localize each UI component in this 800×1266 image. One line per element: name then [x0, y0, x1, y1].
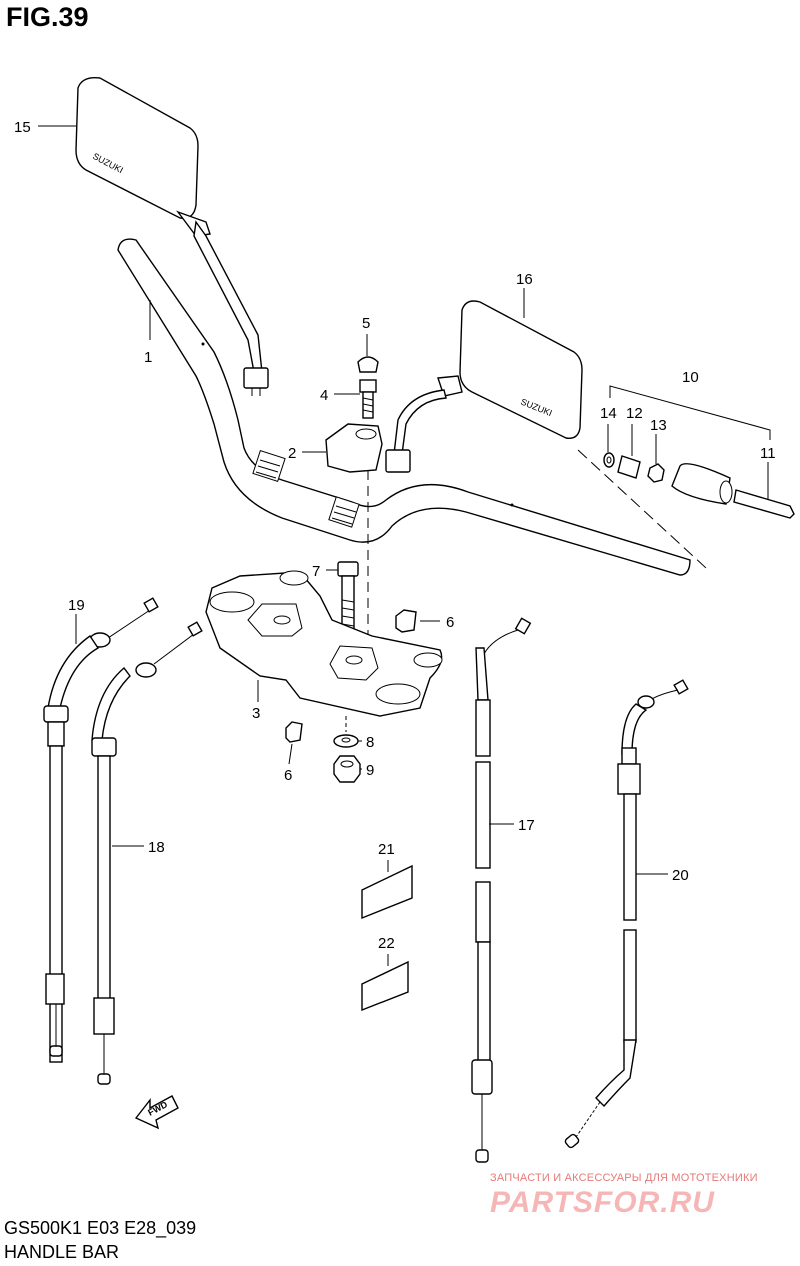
left-mirror: SUZUKI	[75, 77, 269, 396]
callout-3: 3	[252, 705, 260, 722]
watermark-tagline: ЗАПЧАСТИ И АКСЕССУАРЫ ДЛЯ МОТОТЕХНИКИ	[490, 1172, 758, 1184]
throttle-cable-return	[91, 621, 203, 1085]
callout-5: 5	[362, 315, 370, 332]
choke-cable	[564, 679, 689, 1149]
handlebar	[117, 238, 691, 576]
callout-numbers: 1 2 3 4 5 6 6 7 8 9 10 11 12 13 14 15 16…	[14, 119, 776, 952]
watermark-logo: PARTSFOR.RU	[490, 1186, 715, 1219]
right-mirror: SUZUKI	[385, 300, 583, 473]
callout-4: 4	[320, 387, 328, 404]
label-decal-21	[361, 864, 413, 920]
figure-title: FIG.39	[6, 2, 89, 32]
section-title: HANDLE BAR	[4, 1242, 120, 1262]
callout-6-lower: 6	[284, 767, 292, 784]
callout-7: 7	[312, 563, 320, 580]
callout-18: 18	[148, 839, 165, 856]
callout-11: 11	[760, 445, 776, 462]
balancer-screw	[733, 489, 795, 519]
upper-handlebar-holder	[325, 423, 383, 473]
damper-lower	[285, 721, 303, 743]
fwd-arrow-icon: FWD	[134, 1095, 179, 1130]
model-code: GS500K1 E03 E28_039	[4, 1218, 197, 1238]
leader-lines	[38, 125, 769, 966]
callout-21: 21	[378, 841, 395, 858]
holder-bolt-lower	[337, 561, 359, 633]
holder-bolt-upper	[359, 379, 377, 419]
balancer-spacer	[617, 455, 641, 479]
clutch-cable	[471, 617, 532, 1163]
callout-9: 9	[366, 762, 374, 779]
balancer-weight	[671, 463, 733, 505]
nut	[333, 755, 361, 783]
callout-2: 2	[288, 445, 296, 462]
damper-upper	[395, 609, 417, 633]
callout-20: 20	[672, 867, 689, 884]
callout-16: 16	[516, 271, 533, 288]
balancer-nut	[647, 463, 665, 483]
holder-cap	[357, 356, 379, 373]
callout-1: 1	[144, 349, 152, 366]
callout-6-upper: 6	[446, 614, 454, 631]
callout-13: 13	[650, 417, 667, 434]
callout-14: 14	[600, 405, 617, 422]
callout-22: 22	[378, 935, 395, 952]
label-decal-22	[361, 960, 409, 1012]
callout-10: 10	[682, 369, 699, 386]
throttle-cable-pull	[43, 597, 159, 1063]
callout-8: 8	[366, 734, 374, 751]
callout-17: 17	[518, 817, 535, 834]
callout-12: 12	[626, 405, 643, 422]
lower-handlebar-holder	[205, 570, 443, 717]
callout-15: 15	[14, 119, 31, 136]
washer	[333, 734, 359, 748]
callout-19: 19	[68, 597, 85, 614]
balancer-washer	[603, 452, 615, 468]
